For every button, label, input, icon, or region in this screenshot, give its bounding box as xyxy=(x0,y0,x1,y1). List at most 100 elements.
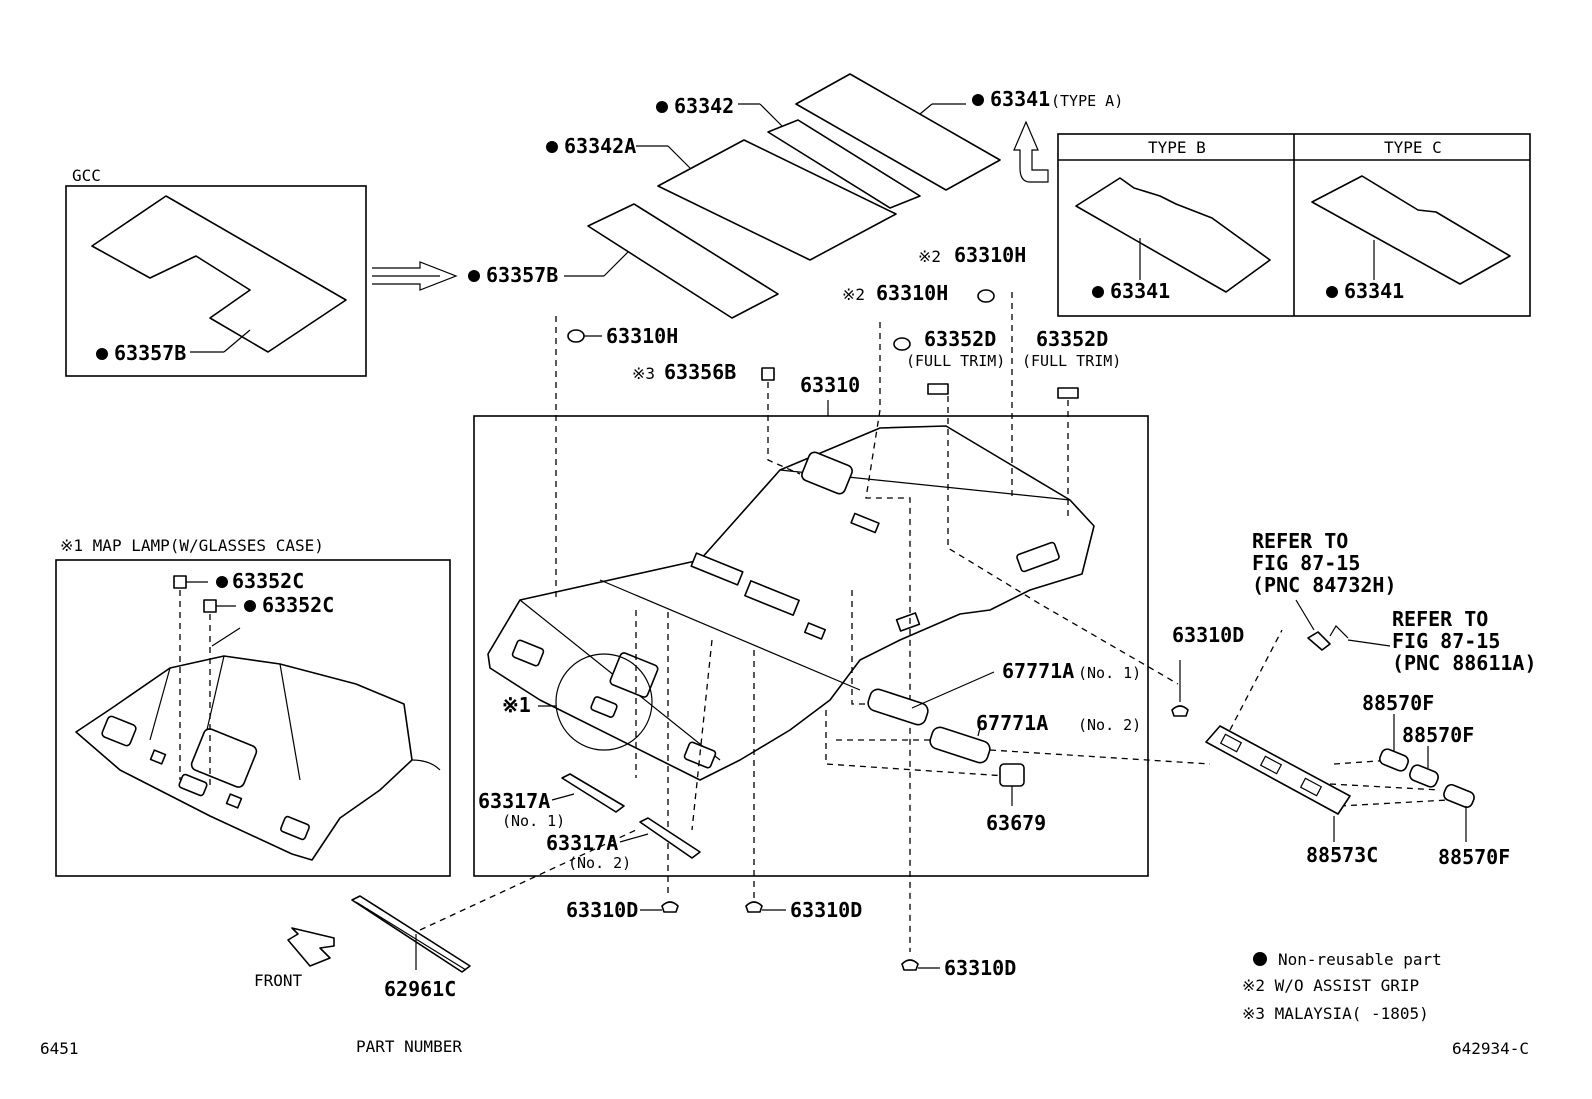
label-fulltrim-b: (FULL TRIM) xyxy=(1022,352,1121,370)
footer-mid: PART NUMBER xyxy=(356,1037,462,1056)
gcc-pad-shape xyxy=(91,195,347,353)
arrow-up-icon xyxy=(1013,120,1049,183)
label-63352C-a: 63352C xyxy=(232,569,304,593)
main-headliner-box xyxy=(473,415,1149,877)
label-88573C: 88573C xyxy=(1306,843,1378,867)
label-63341-typeC: 63341 xyxy=(1344,279,1404,303)
dashed-leaders xyxy=(419,292,1449,952)
label-88570F-a: 88570F xyxy=(1362,691,1434,715)
legend-nonreusable: Non-reusable part xyxy=(1278,950,1442,969)
mark-3: ※3 xyxy=(632,364,655,383)
map-lamp-box xyxy=(55,559,451,877)
pad-63352C-a xyxy=(173,575,187,589)
label-63341-typeA: 63341 xyxy=(990,87,1050,111)
label-maplamp: ※1 MAP LAMP(W/GLASSES CASE) xyxy=(60,536,324,555)
label-62961C: 62961C xyxy=(384,977,456,1001)
label-63310D-b: 63310D xyxy=(790,898,862,922)
clip-icon xyxy=(893,337,911,351)
gcc-box xyxy=(65,185,367,377)
label-63357B: 63357B xyxy=(486,263,558,287)
label-refer2-l1: REFER TO xyxy=(1392,607,1488,631)
roof-pad-63342A xyxy=(636,139,897,261)
front-arrow-icon xyxy=(287,927,335,967)
clip-63310D-b xyxy=(745,901,763,913)
nonreusable-dot xyxy=(972,94,984,106)
label-88570F-c: 88570F xyxy=(1438,845,1510,869)
nonreusable-dot xyxy=(546,141,558,153)
label-63310H-a: 63310H xyxy=(954,243,1026,267)
label-63310: 63310 xyxy=(800,373,860,397)
roof-pad-63342 xyxy=(738,103,921,209)
label-no2-b: (No. 2) xyxy=(568,854,631,872)
label-63342A: 63342A xyxy=(564,134,636,158)
clip-63310D-r xyxy=(1171,705,1189,717)
label-typeC: TYPE C xyxy=(1384,138,1442,157)
strip-63317A-no2 xyxy=(639,817,701,859)
spring-88570F-c xyxy=(1443,783,1475,809)
label-front: FRONT xyxy=(254,971,303,990)
nonreusable-dot xyxy=(656,101,668,113)
strip-62961C xyxy=(351,895,471,973)
mark-2b: ※2 xyxy=(842,285,865,304)
label-63310H-c: 63310H xyxy=(606,324,678,348)
nonreusable-legend-dot xyxy=(1253,952,1267,966)
pad-63356B xyxy=(761,367,775,381)
map-lamp-callout-circle xyxy=(555,653,653,751)
label-fulltrim-a: (FULL TRIM) xyxy=(906,352,1005,370)
rail-88573C xyxy=(1205,725,1351,815)
label-63342: 63342 xyxy=(674,94,734,118)
label-67771A-no2: 67771A xyxy=(976,711,1048,735)
headliner-front-detail xyxy=(75,655,441,861)
label-63341-typeB: 63341 xyxy=(1110,279,1170,303)
roof-pad-63341 xyxy=(795,73,1001,191)
arrow-right-icon xyxy=(372,261,458,291)
clip-63310D-a xyxy=(661,901,679,913)
clip-icon xyxy=(977,289,995,303)
label-63310D-c: 63310D xyxy=(944,956,1016,980)
label-typeA: (TYPE A) xyxy=(1051,92,1123,110)
strip-63317A-no1 xyxy=(561,773,625,813)
label-refer2-l3: (PNC 88611A) xyxy=(1392,651,1537,675)
pad-63352D-a xyxy=(927,383,949,395)
mark-2a: ※2 xyxy=(918,247,941,266)
typeB-pad xyxy=(1075,177,1271,293)
spring-88570F-a xyxy=(1379,748,1409,772)
label-refer2-l2: FIG 87-15 xyxy=(1392,629,1500,653)
label-67771A-no1: 67771A xyxy=(1002,659,1074,683)
footer-right: 642934-C xyxy=(1452,1039,1529,1058)
legend-3: ※3 MALAYSIA( -1805) xyxy=(1242,1004,1429,1023)
cap-63679 xyxy=(999,763,1025,787)
label-63317A-no1: 63317A xyxy=(478,789,550,813)
clip-63310D-c xyxy=(901,959,919,971)
mark-1: ※1 xyxy=(502,693,531,717)
headliner-63310 xyxy=(487,425,1095,781)
label-63317A-no2: 63317A xyxy=(546,831,618,855)
label-no1-a: (No. 1) xyxy=(1078,664,1141,682)
label-63679: 63679 xyxy=(986,811,1046,835)
nonreusable-dot xyxy=(468,270,480,282)
label-no1-b: (No. 1) xyxy=(502,812,565,830)
label-88570F-b: 88570F xyxy=(1402,723,1474,747)
footer-left: 6451 xyxy=(40,1039,79,1058)
legend-2: ※2 W/O ASSIST GRIP xyxy=(1242,976,1419,995)
label-63352D-a: 63352D xyxy=(924,327,996,351)
pad-63352D-b xyxy=(1057,387,1079,399)
roof-pad-63357B xyxy=(564,203,779,319)
label-refer1-l1: REFER TO xyxy=(1252,529,1348,553)
label-63352D-b: 63352D xyxy=(1036,327,1108,351)
label-no2-a: (No. 2) xyxy=(1078,716,1141,734)
clip-icon xyxy=(567,329,585,343)
assist-grip-67771A-no1 xyxy=(867,688,929,726)
label-63310D-a: 63310D xyxy=(566,898,638,922)
label-refer1-l3: (PNC 84732H) xyxy=(1252,573,1397,597)
label-63310H-b: 63310H xyxy=(876,281,948,305)
pad-63352C-b xyxy=(203,599,217,613)
label-63310D-r: 63310D xyxy=(1172,623,1244,647)
typeC-pad xyxy=(1311,175,1511,285)
label-typeB: TYPE B xyxy=(1148,138,1206,157)
spring-88570F-b xyxy=(1409,764,1439,788)
label-63352C-b: 63352C xyxy=(262,593,334,617)
label-gcc: GCC xyxy=(72,166,101,185)
bracket-clip-icon xyxy=(1307,625,1349,651)
